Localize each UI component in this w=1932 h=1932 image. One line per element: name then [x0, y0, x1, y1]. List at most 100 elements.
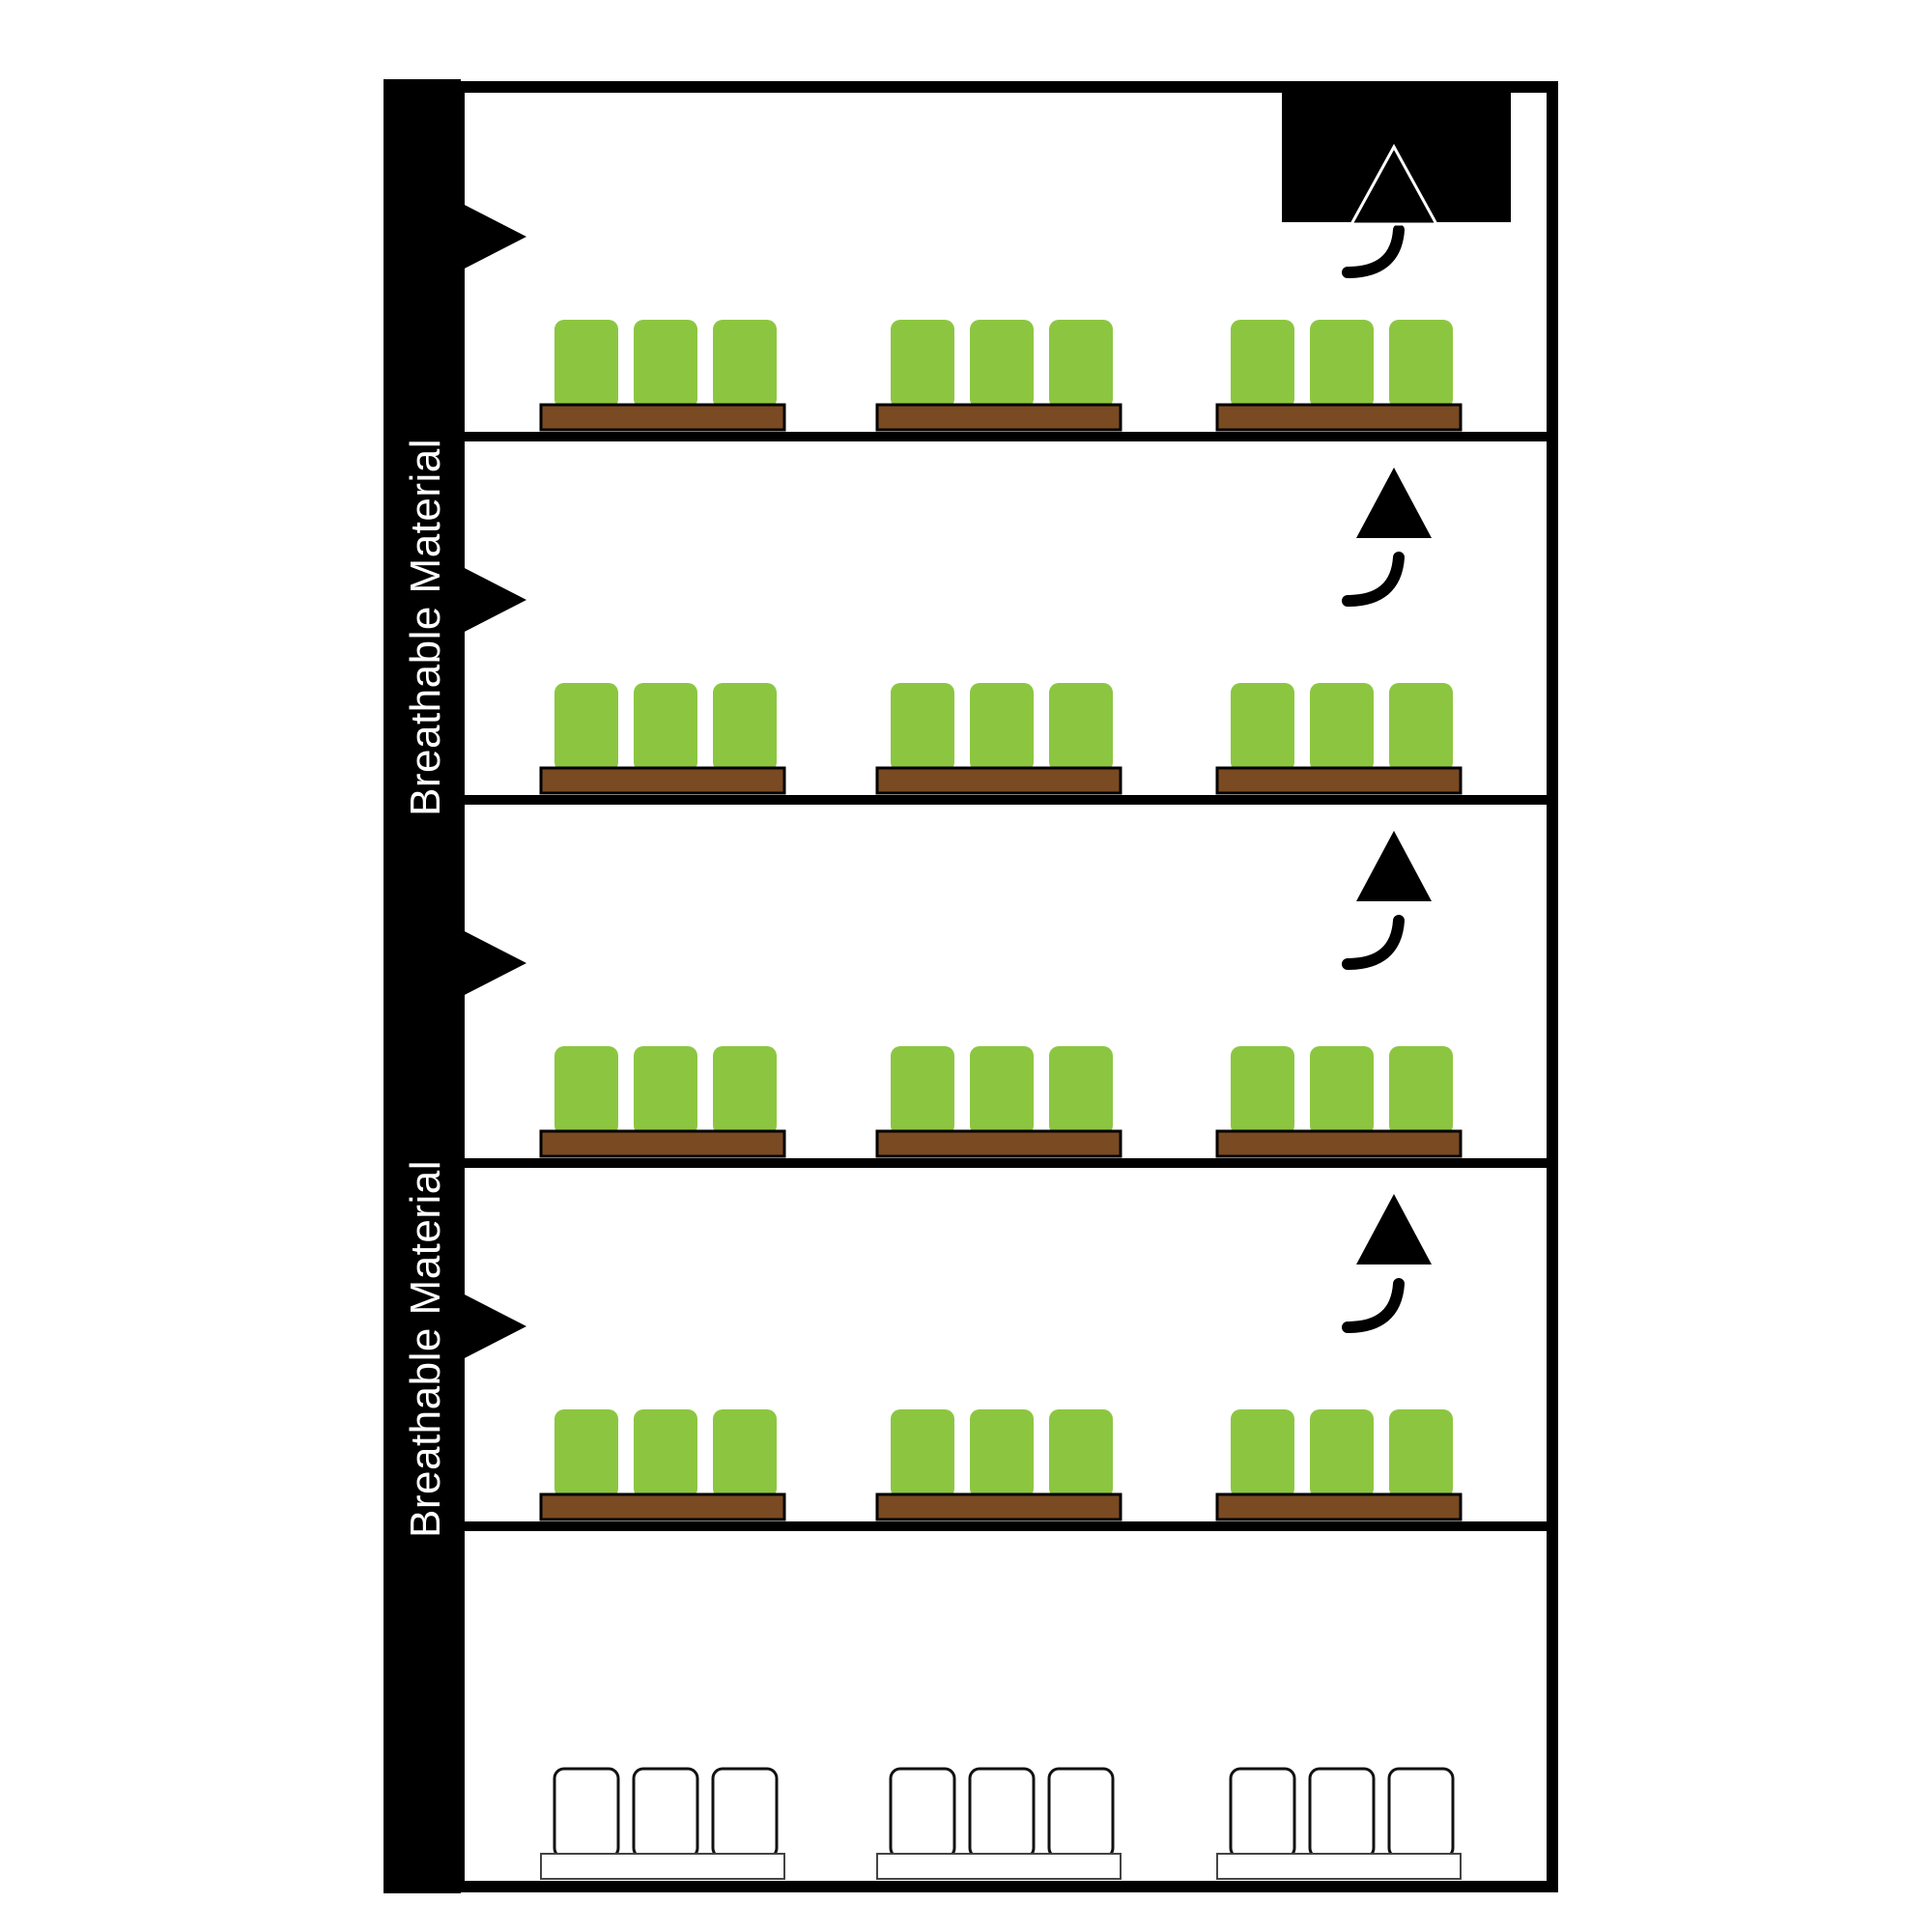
tier-4: [539, 1409, 1463, 1521]
plant: [554, 320, 618, 409]
tray: [875, 1409, 1122, 1521]
plant: [1389, 1046, 1453, 1135]
shelves: [461, 432, 1547, 1531]
tray: [539, 1409, 786, 1521]
plant: [970, 683, 1034, 772]
vent-intake-icon: [457, 927, 526, 999]
plant: [891, 1409, 954, 1498]
empty-plant-slot: [1047, 1767, 1115, 1860]
wall-label-upper: Breathable Material: [402, 439, 449, 816]
plant: [1310, 683, 1374, 772]
tray: [540, 1767, 785, 1880]
plant: [554, 1409, 618, 1498]
airflow-arrow-icon: [1342, 468, 1432, 607]
vent-intakes: [457, 201, 526, 1362]
tray: [539, 320, 786, 432]
plant: [1389, 320, 1453, 409]
empty-plant-slot: [711, 1767, 779, 1860]
exhaust-vent-icon: [1342, 143, 1439, 278]
plant: [634, 1046, 697, 1135]
wall-label-lower: Breathable Material: [402, 1160, 449, 1538]
plant: [970, 320, 1034, 409]
soil-tray: [875, 1492, 1122, 1521]
plant: [1231, 1046, 1294, 1135]
plant: [1310, 1046, 1374, 1135]
shelf-divider-1: [461, 432, 1547, 441]
soil-tray: [539, 1492, 786, 1521]
plant: [1049, 320, 1113, 409]
tier-3: [539, 1046, 1463, 1158]
plant: [713, 320, 777, 409]
soil-tray: [875, 1129, 1122, 1158]
plant: [713, 1046, 777, 1135]
airflow-arrow-icon: [1342, 831, 1432, 970]
tray: [875, 1046, 1122, 1158]
plant: [554, 1046, 618, 1135]
empty-plant-slot: [553, 1767, 620, 1860]
soil-tray: [875, 766, 1122, 795]
soil-tray: [539, 1129, 786, 1158]
soil-tray: [875, 403, 1122, 432]
tier-5: [540, 1767, 1462, 1880]
plant: [970, 1046, 1034, 1135]
shelf-divider-3: [461, 1158, 1547, 1168]
empty-plant-slot: [889, 1767, 956, 1860]
tray: [875, 320, 1122, 432]
plant: [634, 320, 697, 409]
tray: [539, 1046, 786, 1158]
plant: [1049, 1409, 1113, 1498]
empty-tray: [1216, 1853, 1462, 1880]
shelf-divider-2: [461, 795, 1547, 805]
plant: [1231, 683, 1294, 772]
soil-tray: [539, 766, 786, 795]
vent-intake-icon: [457, 1291, 526, 1362]
plant: [713, 1409, 777, 1498]
tray: [539, 683, 786, 795]
tray: [1215, 1409, 1463, 1521]
plant: [1310, 320, 1374, 409]
tier-2: [539, 683, 1463, 795]
tray: [1215, 1046, 1463, 1158]
soil-tray: [1215, 766, 1463, 795]
plant: [891, 683, 954, 772]
soil-tray: [1215, 403, 1463, 432]
tray: [1215, 683, 1463, 795]
plant: [554, 683, 618, 772]
plant: [1389, 1409, 1453, 1498]
plant: [1049, 1046, 1113, 1135]
airflow-arrow-icon: [1342, 1194, 1432, 1333]
tray: [1215, 320, 1463, 432]
empty-plant-slot: [632, 1767, 699, 1860]
empty-plant-slot: [968, 1767, 1036, 1860]
plant: [970, 1409, 1034, 1498]
plant: [1231, 320, 1294, 409]
vent-intake-icon: [457, 201, 526, 272]
plant: [1231, 1409, 1294, 1498]
tier-1: [539, 320, 1463, 432]
plant: [891, 320, 954, 409]
tray: [875, 683, 1122, 795]
soil-tray: [539, 403, 786, 432]
plant: [891, 1046, 954, 1135]
plant: [634, 1409, 697, 1498]
empty-plant-slot: [1387, 1767, 1455, 1860]
empty-tray: [540, 1853, 785, 1880]
soil-tray: [1215, 1492, 1463, 1521]
empty-tray: [876, 1853, 1122, 1880]
plant: [1310, 1409, 1374, 1498]
vent-intake-icon: [457, 564, 526, 636]
shelf-divider-4: [461, 1521, 1547, 1531]
breathable-wall: [384, 79, 461, 1893]
plant: [1049, 683, 1113, 772]
plant: [634, 683, 697, 772]
tray: [1216, 1767, 1462, 1880]
growing-tiers: [539, 320, 1463, 1880]
empty-plant-slot: [1229, 1767, 1296, 1860]
airflow-arrows: [1342, 143, 1439, 1333]
soil-tray: [1215, 1129, 1463, 1158]
empty-plant-slot: [1308, 1767, 1376, 1860]
plant: [1389, 683, 1453, 772]
plant: [713, 683, 777, 772]
tray: [876, 1767, 1122, 1880]
